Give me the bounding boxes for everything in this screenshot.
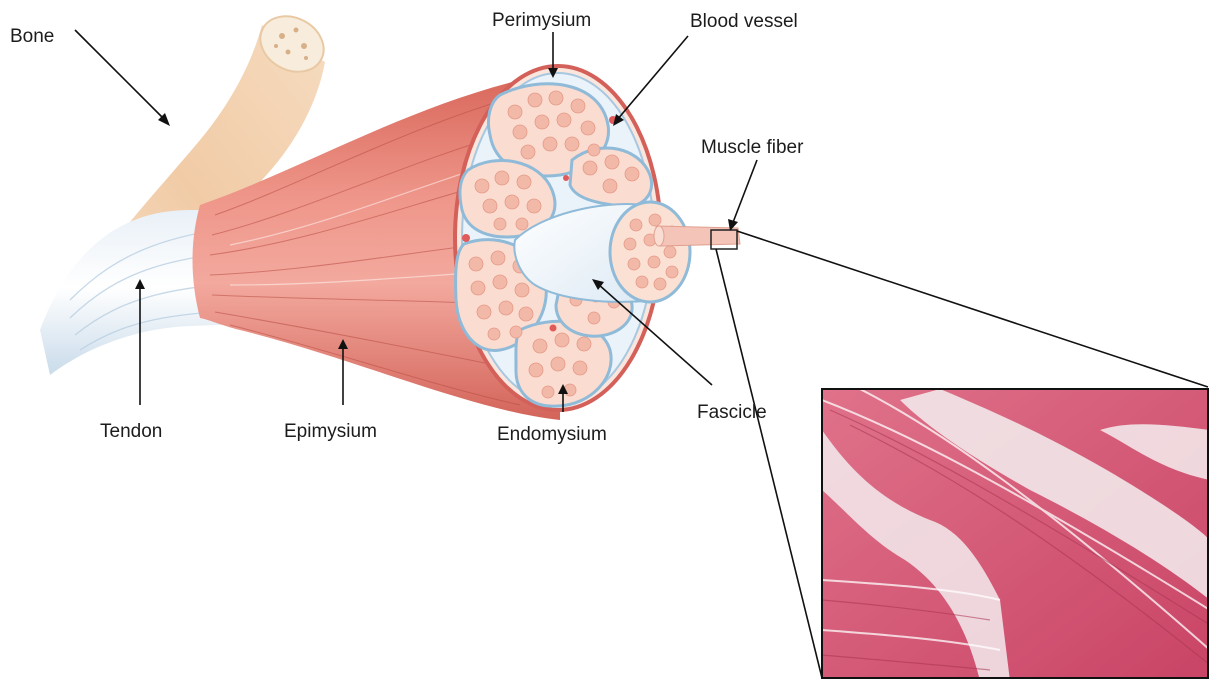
label-endomysium: Endomysium (497, 424, 607, 445)
blood-vessel-arrow (613, 36, 688, 126)
label-blood-vessel: Blood vessel (690, 11, 798, 32)
muscle-fiber (654, 226, 740, 249)
epimysium-arrow (338, 339, 348, 405)
label-epimysium: Epimysium (284, 421, 377, 442)
label-perimysium: Perimysium (492, 10, 591, 31)
micrograph (822, 389, 1210, 681)
label-bone: Bone (10, 26, 54, 47)
muscle-fiber-arrow (728, 160, 757, 231)
label-fascicle: Fascicle (697, 402, 767, 423)
bone-arrow (75, 30, 170, 126)
label-muscle-fiber: Muscle fiber (701, 137, 804, 158)
label-tendon: Tendon (100, 421, 162, 442)
